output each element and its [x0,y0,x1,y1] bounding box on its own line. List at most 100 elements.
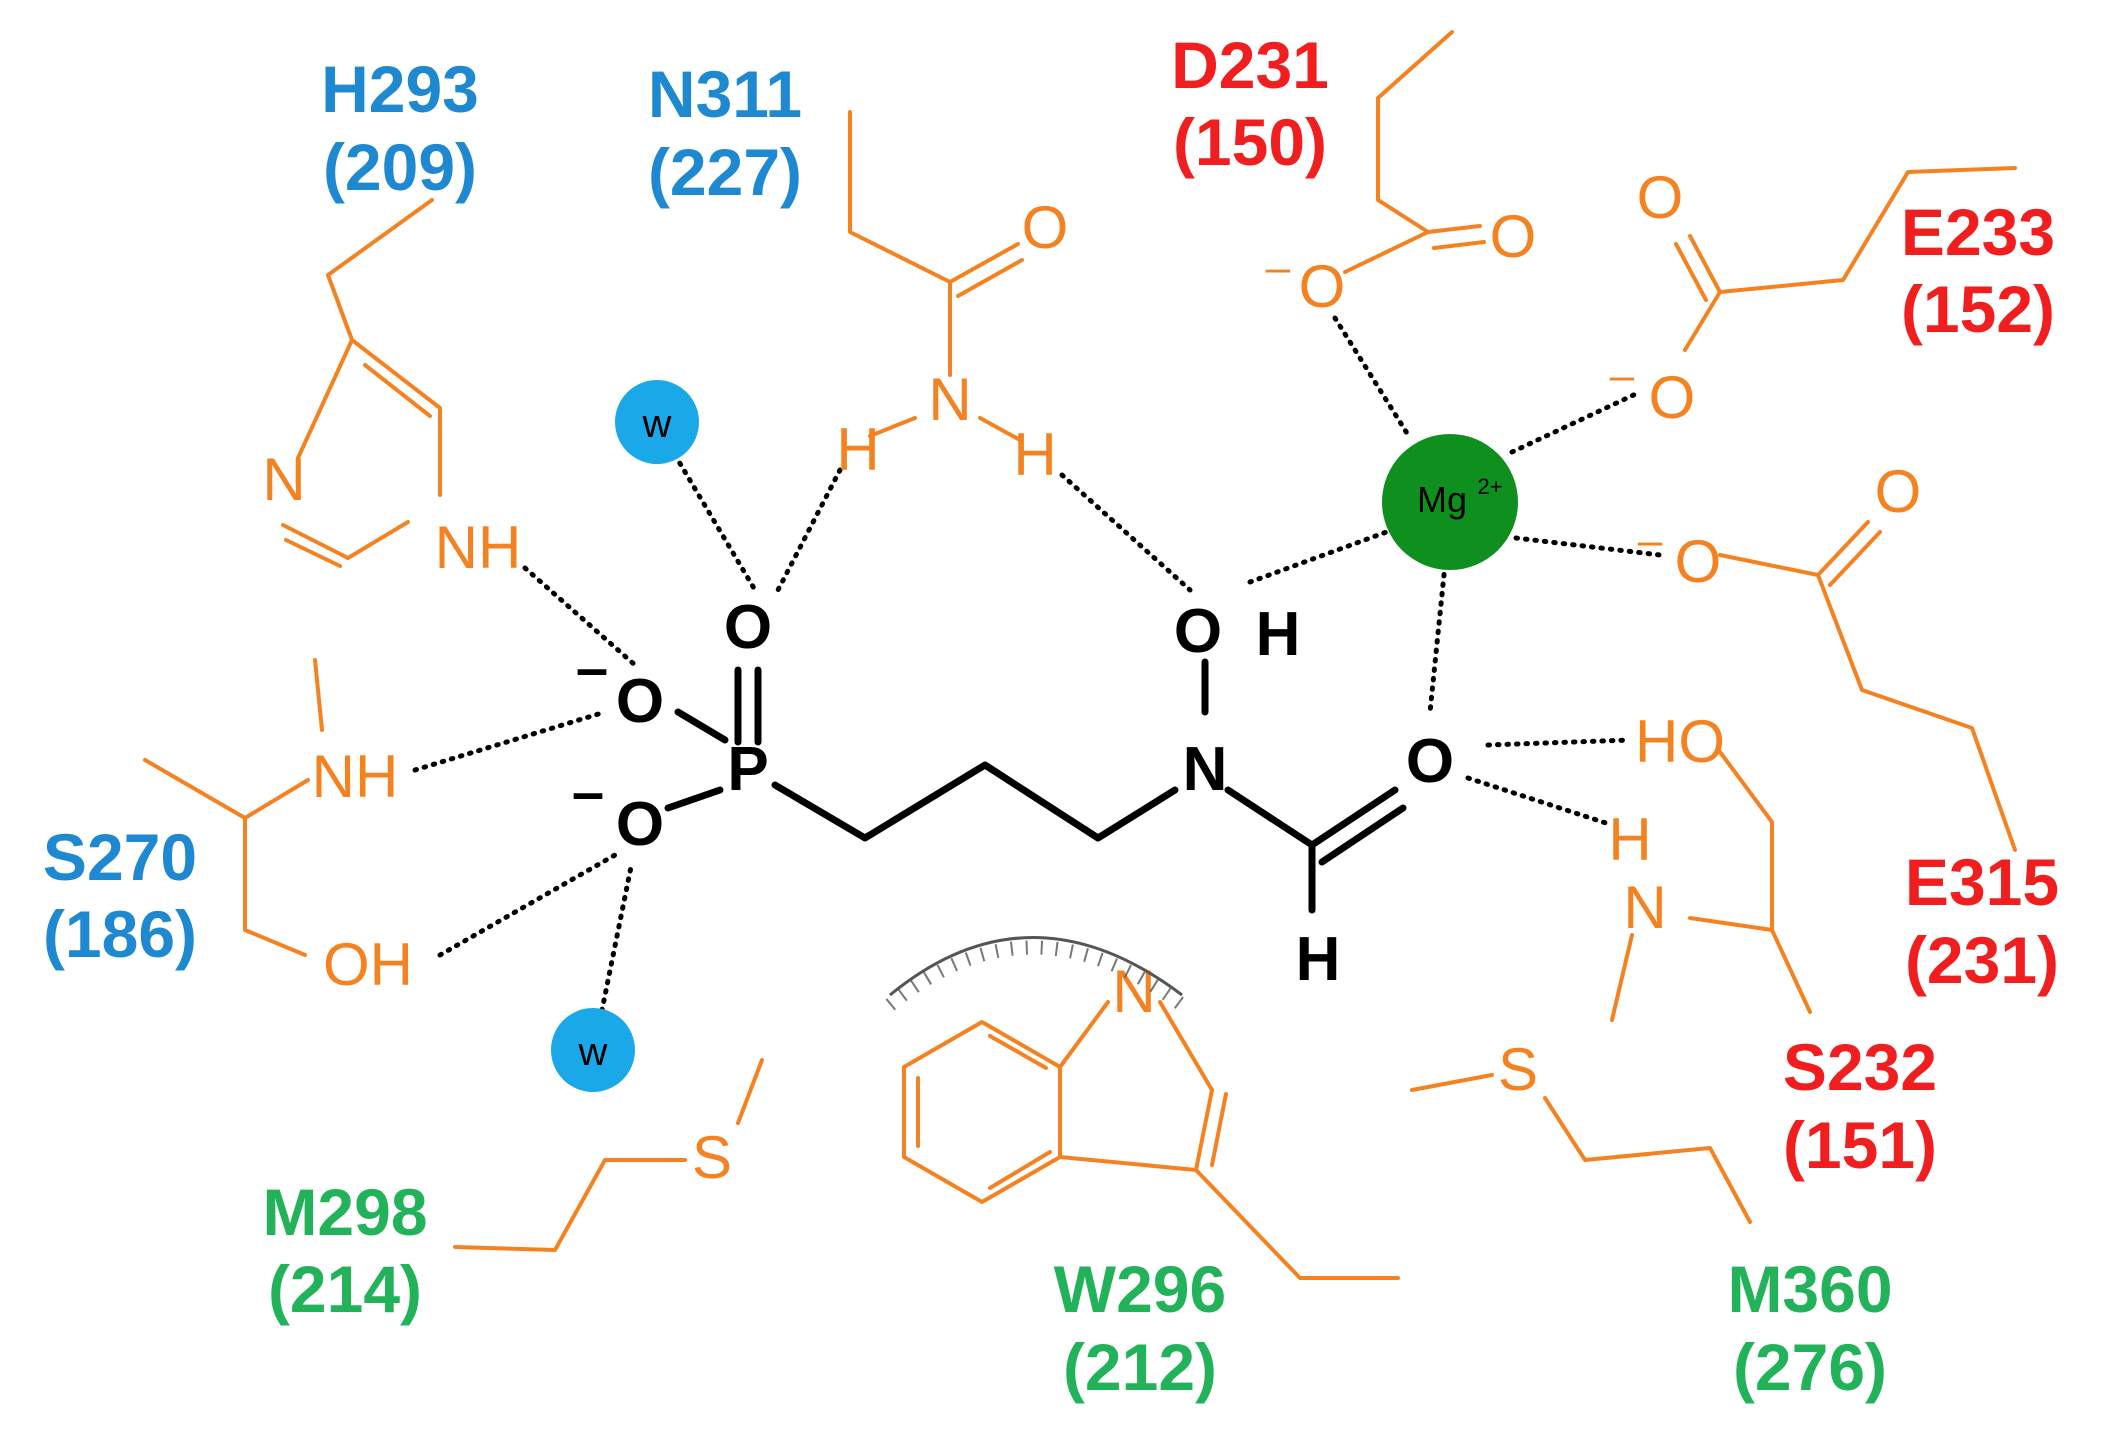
hbond-n311-h-o [775,467,843,593]
coord-mg-oh [1247,527,1395,585]
s270-backbone-nh: NH [312,743,399,810]
hbond-h293-o [522,565,638,668]
ligand-phosphorus: P [727,735,768,804]
m360-side-chain: S [1410,1036,1752,1224]
ligand-phosphoryl-oxygen: O [724,593,772,662]
h293-ring-nitrogen: N [262,446,305,513]
water-bottom: w [551,1008,635,1092]
hbond-n311-h2-oh [1059,472,1193,593]
s232-backbone-nitrogen: N [1623,874,1666,941]
m298-sulfur: S [692,1124,732,1191]
ligand-negative-charge-1: – [576,636,608,701]
h293-ring-nh: NH [435,514,522,581]
label-m298-number: (214) [268,1252,422,1326]
label-n311-number: (227) [648,135,802,209]
label-s232-name: S232 [1783,1030,1937,1104]
label-e233-name: E233 [1901,195,2055,269]
label-s232: S232 (151) [1783,1030,1937,1182]
h293-side-chain: N NH [262,198,522,581]
m298-side-chain: S [453,1058,764,1252]
hbond-formyl-o-s232-nh [1465,775,1615,828]
n311-carbonyl-oxygen: O [1022,194,1069,261]
ligand-structure: O P O – O – N O H O H [572,593,1454,994]
label-n311: N311 (227) [648,57,802,209]
water-top-label: w [642,402,672,446]
label-e233-number: (152) [1901,272,2055,346]
s232-amide-hydrogen: H [1608,806,1651,873]
w296-side-chain: N [885,936,1400,1280]
label-w296: W296 (212) [1054,1252,1226,1404]
label-h293-number: (209) [323,130,477,204]
coord-mg-e233 [1509,389,1643,455]
n311-amide-hydrogen-2: H [1013,421,1056,488]
hbond-water2-o [597,859,635,1023]
residue-structures: N NH O N H H NH OH S [143,30,2017,1280]
label-m298: M298 (214) [262,1175,427,1326]
label-d231-number: (150) [1173,105,1327,179]
s270-hydroxyl: OH [323,931,413,998]
label-s270-number: (186) [43,897,197,971]
hbond-formyl-o-s232-oh [1485,737,1633,748]
water-bottom-label: w [578,1030,608,1074]
s232-side-chain: HO H N [1608,708,1812,1022]
coord-mg-formyl-o [1427,562,1448,715]
label-d231: D231 (150) [1171,28,1329,179]
m360-sulfur: S [1498,1036,1538,1103]
e233-carbonyl-oxygen: O [1637,164,1684,231]
label-m360-name: M360 [1727,1252,1892,1326]
d231-carbonyl-oxygen: O [1490,203,1537,270]
w296-indole-nitrogen: N [1112,958,1155,1025]
residue-labels: H293 (209) N311 (227) S270 (186) D231 (1… [43,28,2059,1404]
label-w296-number: (212) [1063,1330,1217,1404]
label-e315-number: (231) [1905,923,2059,997]
ligand-hydroxamate-nitrogen: N [1183,735,1228,804]
n311-amide-hydrogen-1: H [836,416,879,483]
label-h293: H293 (209) [321,52,479,204]
s270-side-chain: NH OH [143,658,413,998]
ligand-formyl-oxygen: O [1406,727,1454,796]
label-w296-name: W296 [1054,1252,1226,1326]
e315-side-chain: O O – [1638,458,2017,852]
ligand-hydroxyl-oxygen: O [1174,597,1222,666]
ligand-phosphonate-oxygen-1: O [616,667,664,736]
ligand-phosphonate-oxygen-2: O [616,790,664,859]
label-e315: E315 (231) [1905,845,2059,997]
label-s232-number: (151) [1783,1108,1937,1182]
label-m360-number: (276) [1733,1330,1887,1404]
interaction-lines [412,315,1663,1023]
label-e315-name: E315 [1905,845,2059,919]
ligand-negative-charge-2: – [572,760,604,825]
e315-negative-charge: – [1638,516,1663,565]
e233-side-chain: O O – [1610,164,2017,431]
magnesium-charge: 2+ [1477,474,1502,499]
magnesium-symbol: Mg [1417,479,1467,520]
e233-carboxylate-oxygen: O [1649,364,1696,431]
e315-carboxylate-oxygen: O [1675,528,1722,595]
label-m298-name: M298 [262,1175,427,1249]
label-e233: E233 (152) [1901,195,2055,346]
n311-amide-nitrogen: N [928,366,971,433]
hbond-s270-oh-o [437,852,618,958]
label-h293-name: H293 [321,52,479,126]
d231-carboxylate-oxygen: O [1299,253,1346,320]
label-s270: S270 (186) [43,820,197,971]
water-molecules: w w [551,380,699,1092]
e315-carbonyl-oxygen: O [1875,458,1922,525]
d231-negative-charge: – [1266,243,1291,292]
w296-hydrophobic-arc [889,936,1183,997]
hbond-water1-o [672,452,758,593]
s232-hydroxyl: HO [1635,708,1725,775]
ligand-hydroxyl-hydrogen: H [1256,600,1301,669]
ligand-formyl-hydrogen: H [1296,925,1341,994]
d231-side-chain: O O – [1266,30,1537,320]
label-n311-name: N311 [648,57,802,131]
water-top: w [615,380,699,464]
magnesium-ion: Mg 2+ [1382,434,1518,570]
label-d231-name: D231 [1171,28,1329,102]
label-s270-name: S270 [43,820,197,894]
coord-mg-d231 [1332,315,1413,441]
e233-negative-charge: – [1610,351,1635,400]
label-m360: M360 (276) [1727,1252,1892,1404]
n311-side-chain: O N H H [836,110,1069,488]
